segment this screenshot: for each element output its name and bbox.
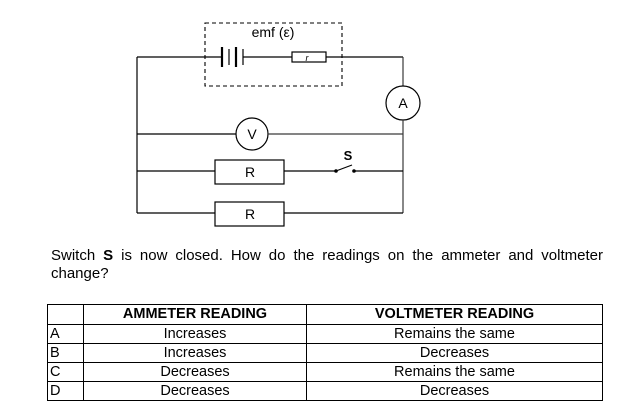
ammeter-cell: Increases	[83, 343, 307, 363]
table-row[interactable]: C Decreases Remains the same	[47, 362, 603, 382]
emf-label: emf (ε)	[252, 24, 295, 40]
question-text: Switch S is now closed. How do the readi…	[51, 247, 603, 282]
option-letter: D	[47, 381, 84, 401]
table-row[interactable]: B Increases Decreases	[47, 343, 603, 363]
voltmeter-label: V	[247, 126, 257, 142]
switch-name: S	[103, 247, 114, 264]
resistor-bottom	[214, 201, 285, 227]
voltmeter-cell: Remains the same	[306, 324, 603, 344]
resistor-top-label: R	[245, 164, 255, 180]
ammeter-cell: Increases	[83, 324, 307, 344]
circuit-diagram: r emf (ε) A V R S R	[136, 22, 421, 227]
internal-resistor-label: r	[306, 53, 310, 63]
ammeter-label: A	[398, 95, 408, 111]
voltmeter-cell: Decreases	[306, 343, 603, 363]
resistor-bottom-label: R	[245, 206, 255, 222]
option-letter: A	[47, 324, 84, 344]
voltmeter-cell: Remains the same	[306, 362, 603, 382]
voltmeter-cell: Decreases	[306, 381, 603, 401]
table-header-row: AMMETER READING VOLTMETER READING	[47, 304, 603, 325]
header-option	[47, 304, 84, 325]
emf-box	[204, 22, 343, 87]
table-row[interactable]: A Increases Remains the same	[47, 324, 603, 344]
ammeter-cell: Decreases	[83, 381, 307, 401]
ammeter-cell: Decreases	[83, 362, 307, 382]
header-ammeter: AMMETER READING	[83, 304, 307, 325]
battery-icon	[220, 47, 244, 67]
option-letter: B	[47, 343, 84, 363]
header-voltmeter: VOLTMETER READING	[306, 304, 603, 325]
table-row[interactable]: D Decreases Decreases	[47, 381, 603, 401]
resistor-top	[214, 159, 285, 185]
switch-label: S	[344, 148, 353, 163]
switch-icon[interactable]	[334, 164, 356, 173]
answer-table: AMMETER READING VOLTMETER READING A Incr…	[47, 304, 603, 401]
internal-resistor	[291, 51, 327, 63]
option-letter: C	[47, 362, 84, 382]
